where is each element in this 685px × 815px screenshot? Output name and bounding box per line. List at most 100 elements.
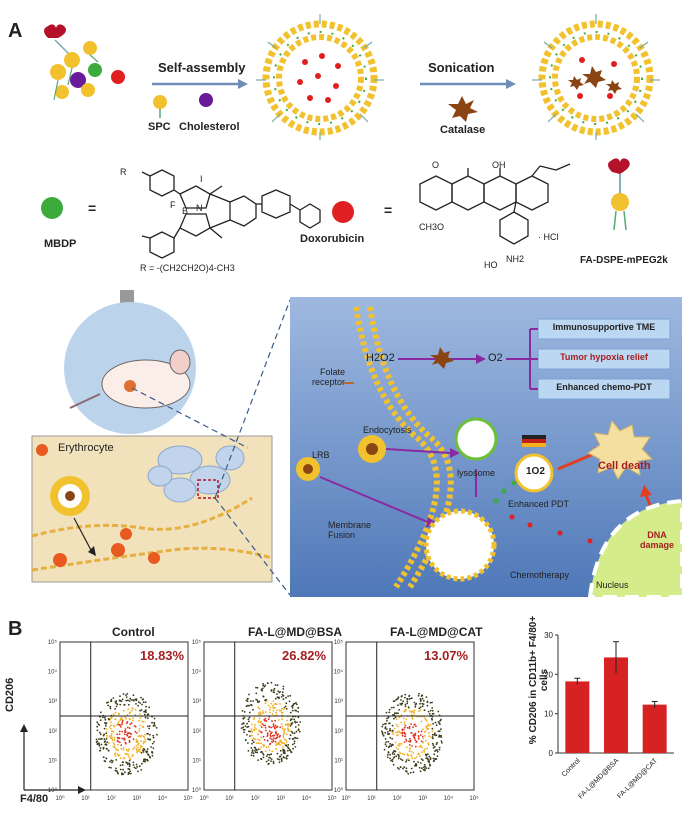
flow-event xyxy=(387,740,390,743)
flow-event xyxy=(260,736,263,739)
flow-x-tick: 10⁴ xyxy=(444,795,454,802)
flow-event xyxy=(406,700,409,703)
flow-event xyxy=(254,723,256,726)
flow-event xyxy=(392,714,394,716)
flow-event xyxy=(417,736,420,738)
flow-event xyxy=(418,766,421,769)
flow-event xyxy=(282,698,285,701)
flow-event xyxy=(262,683,264,685)
flow-event xyxy=(279,726,282,729)
flow-event xyxy=(419,734,422,736)
flow-event xyxy=(272,706,275,709)
flow-event xyxy=(259,711,261,713)
flow-event xyxy=(272,700,275,702)
flow-event xyxy=(289,749,291,752)
bar-y-tick-label: 10 xyxy=(544,710,553,719)
flow-y-tick: 10³ xyxy=(334,699,343,705)
flow-event xyxy=(125,699,128,702)
flow-event xyxy=(264,750,267,752)
flow-percent-cat: 13.07% xyxy=(424,648,469,663)
flow-event xyxy=(393,712,396,715)
flow-event xyxy=(297,706,300,709)
flow-event xyxy=(260,758,263,761)
flow-event xyxy=(132,719,134,722)
outcome-immunosupportive: Immunosupportive TME xyxy=(552,322,656,332)
flow-event xyxy=(413,735,415,738)
flow-event xyxy=(248,711,251,714)
flow-event xyxy=(276,709,278,712)
sonication-label: Sonication xyxy=(428,60,495,75)
flow-event xyxy=(268,730,271,733)
flow-event xyxy=(252,737,255,739)
flow-event xyxy=(282,708,285,711)
flow-event xyxy=(429,757,432,759)
flow-event xyxy=(440,736,443,738)
flow-event xyxy=(128,748,130,751)
flow-event xyxy=(138,765,141,768)
flow-event xyxy=(268,749,271,751)
flow-event xyxy=(105,738,108,740)
flow-event xyxy=(138,719,141,722)
membrane-fusion-label: Membrane Fusion xyxy=(328,520,372,540)
flow-y-tick: 10¹ xyxy=(192,758,201,764)
flow-event xyxy=(144,716,147,719)
flow-event xyxy=(427,723,430,726)
flow-event xyxy=(135,744,138,747)
flow-event xyxy=(107,701,109,704)
flow-event xyxy=(288,737,291,740)
flow-event xyxy=(437,721,440,723)
flow-x-tick: 10⁵ xyxy=(327,795,337,802)
flow-event xyxy=(243,711,246,713)
flow-event xyxy=(152,747,155,749)
flow-event xyxy=(382,734,385,737)
flow-event xyxy=(282,736,285,739)
flow-event xyxy=(422,768,425,771)
flow-event xyxy=(393,749,395,752)
flow-event xyxy=(403,723,406,725)
iodine-label: I xyxy=(200,174,203,184)
flow-event xyxy=(431,733,434,736)
flow-event xyxy=(252,752,255,755)
flow-event xyxy=(107,749,110,752)
flow-event xyxy=(285,708,288,710)
flow-event xyxy=(266,753,269,756)
flow-event xyxy=(245,699,248,702)
flow-event xyxy=(264,702,267,705)
flow-event xyxy=(389,753,391,756)
flow-event xyxy=(133,746,135,749)
flow-event xyxy=(99,749,101,752)
flow-event xyxy=(425,754,428,757)
flow-event xyxy=(143,710,146,713)
flow-event xyxy=(279,734,281,737)
flow-event xyxy=(268,756,271,759)
flow-event xyxy=(420,740,423,743)
flow-event xyxy=(408,750,411,752)
flow-event xyxy=(407,772,410,775)
flow-event xyxy=(241,723,243,725)
flow-event xyxy=(250,704,253,707)
flow-event xyxy=(397,712,399,715)
flow-event xyxy=(273,734,276,737)
flow-event xyxy=(138,730,141,732)
flow-event xyxy=(142,701,145,704)
flow-event xyxy=(248,720,250,723)
liposome-1 xyxy=(256,14,384,140)
flow-event xyxy=(115,767,117,770)
flow-event xyxy=(404,733,407,735)
flow-event xyxy=(297,729,300,731)
flow-event xyxy=(428,713,431,715)
bar-category-label: FA-L@MD@CAT xyxy=(616,757,659,800)
flow-event xyxy=(96,725,99,728)
fluorine-label: F xyxy=(170,200,176,210)
flow-event xyxy=(116,739,119,742)
flow-event xyxy=(284,744,287,747)
flow-event xyxy=(285,733,288,736)
flow-event xyxy=(106,734,108,737)
flow-event xyxy=(255,728,257,731)
outcome-chemo-pdt: Enhanced chemo-PDT xyxy=(556,382,652,392)
flow-event xyxy=(394,741,397,744)
flow-event xyxy=(119,768,122,771)
flow-event xyxy=(422,703,425,705)
cell-death-label: Cell death xyxy=(598,460,651,472)
flow-event xyxy=(129,770,132,773)
